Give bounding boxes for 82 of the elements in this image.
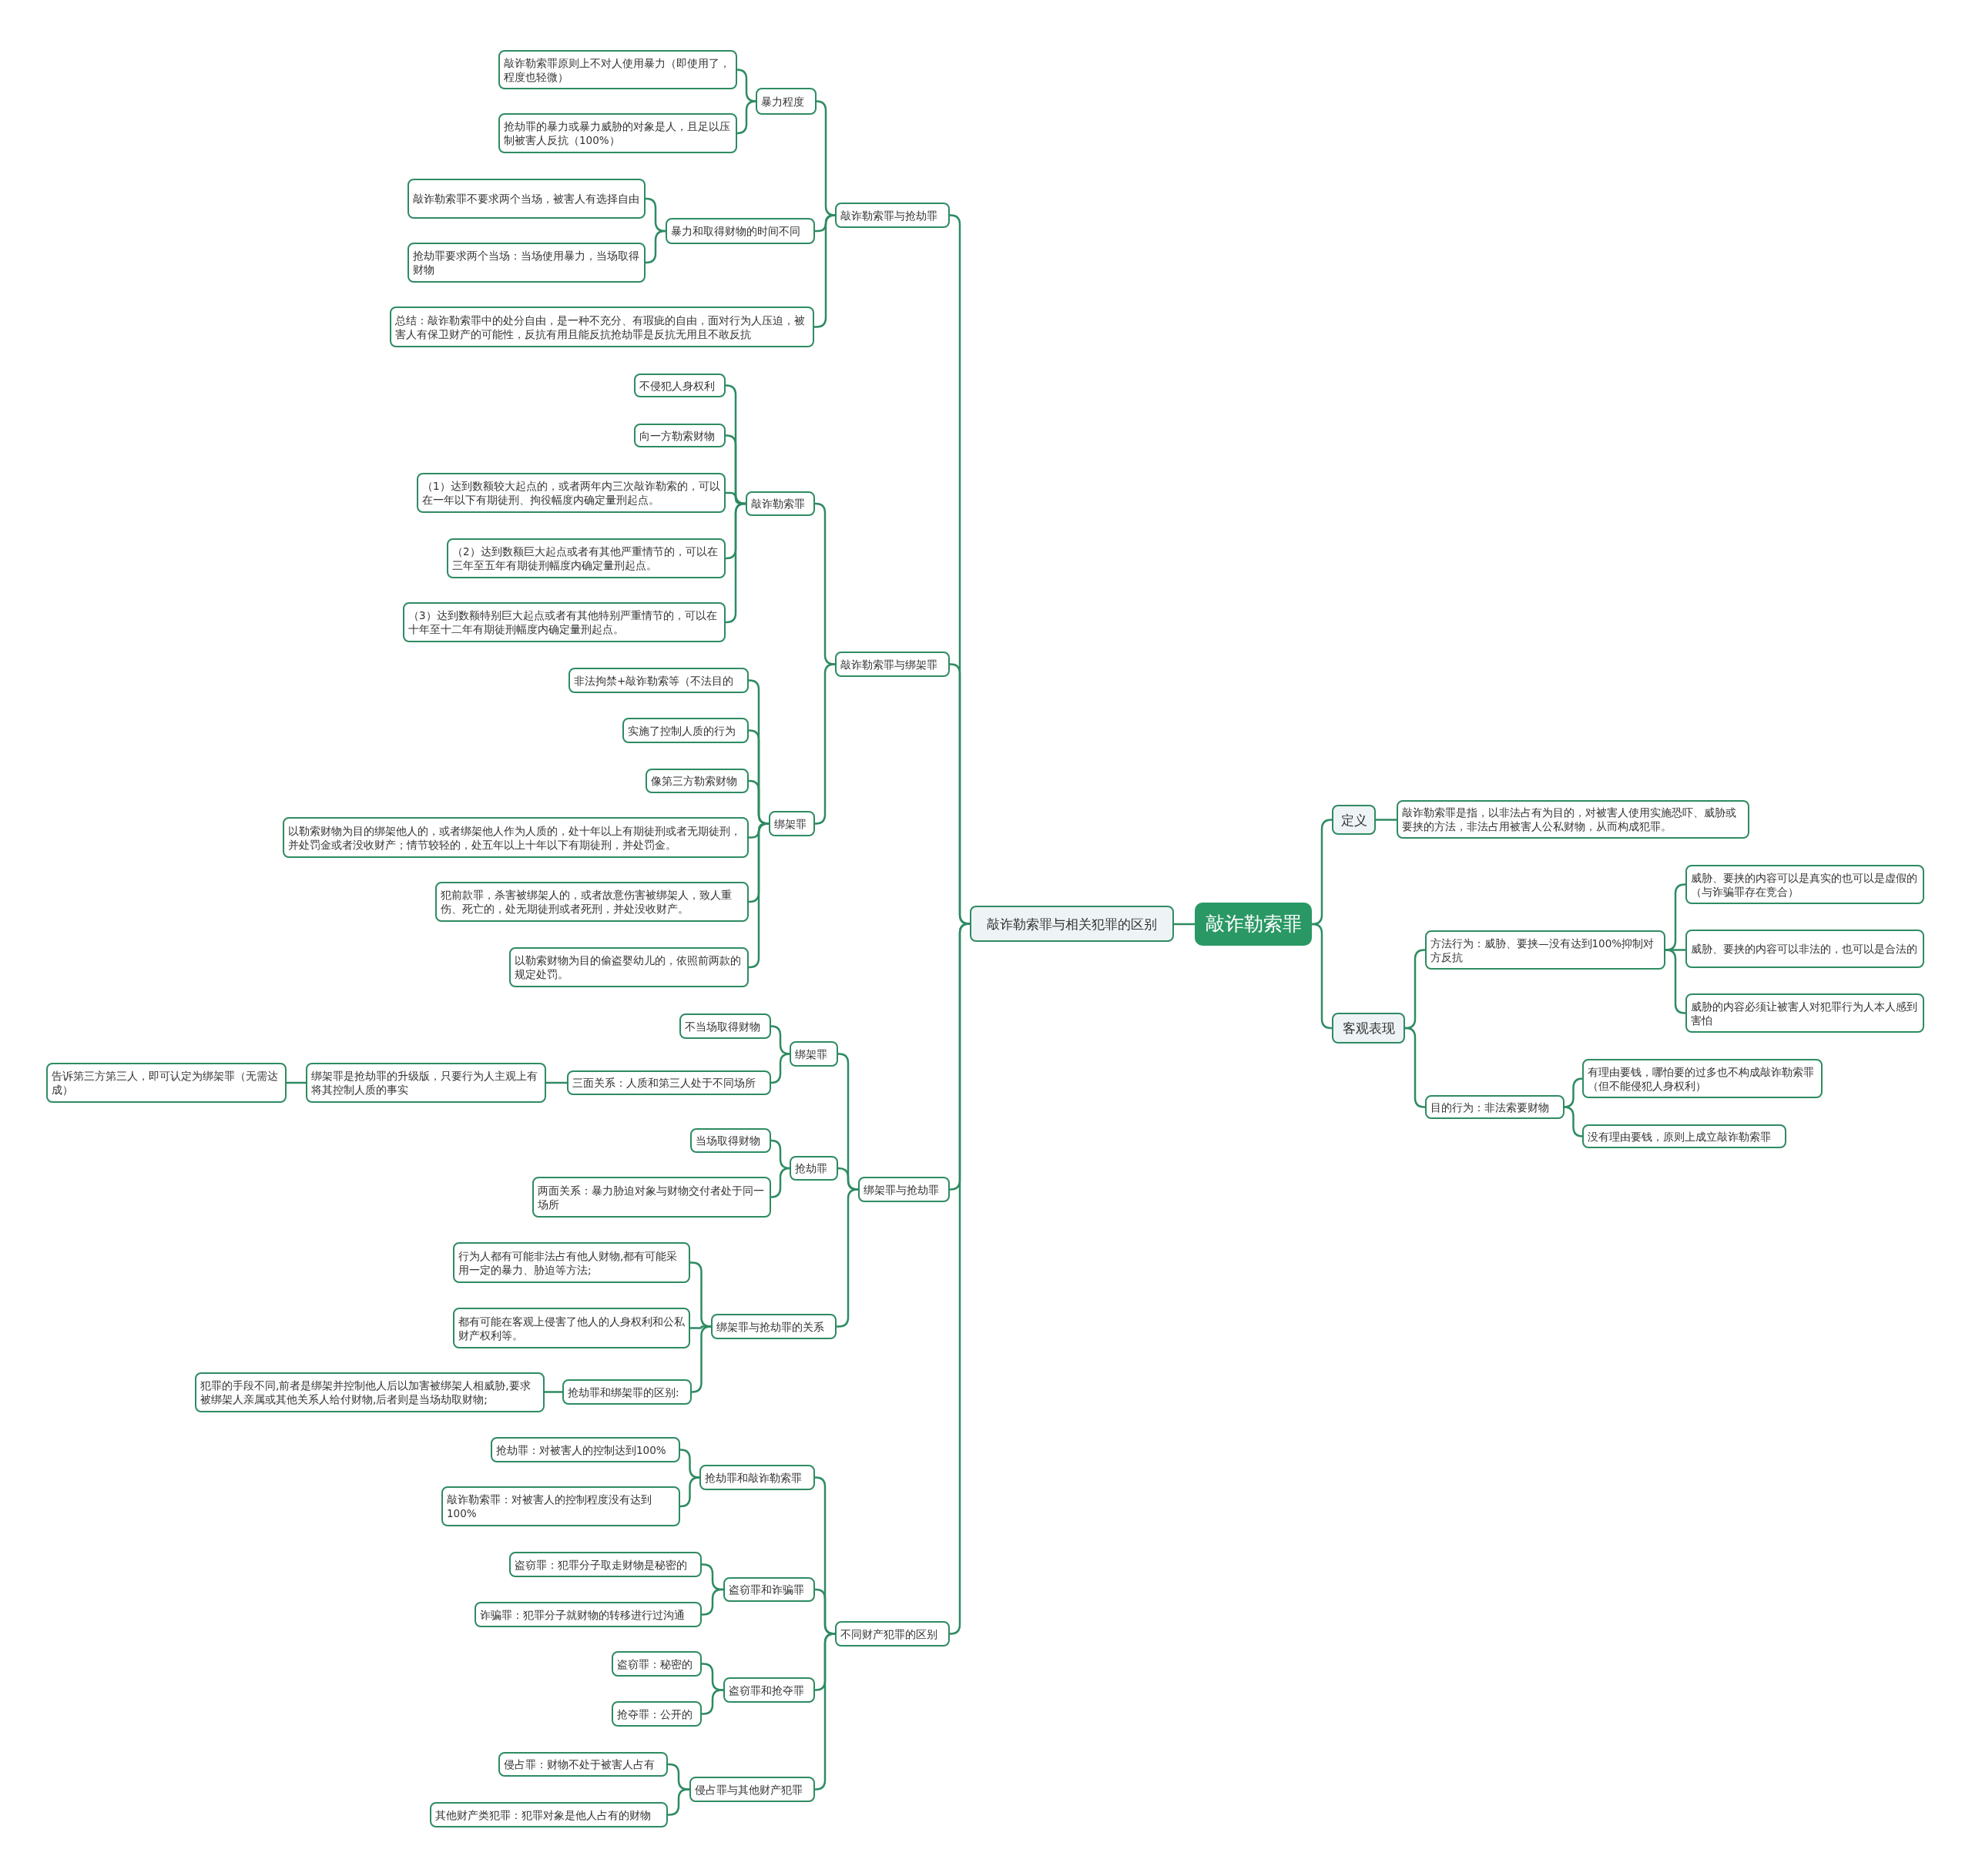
topic-box: 没有理由要钱，原则上成立敲诈勒索罪 [1582, 1124, 1786, 1148]
topic-box: 威胁、要挟的内容可以是真实的也可以是虚假的（与诈骗罪存在竞合） [1685, 865, 1924, 904]
connector-line [691, 1325, 712, 1393]
connector-line [1311, 923, 1333, 1030]
topic-box: 绑架罪 [769, 811, 815, 836]
topic-box: （2）达到数额巨大起点或者有其他严重情节的，可以在三年至五年有期徒刑幅度内确定量刑起点。 [447, 538, 726, 578]
connector-line [814, 663, 836, 825]
topic-box: 敲诈勒索罪 [746, 491, 815, 516]
connector-line [1665, 949, 1686, 1014]
topic-box: 以勒索财物为目的偷盗婴幼儿的，依照前两款的规定处罚。 [509, 947, 749, 987]
topic-box: 三面关系：人质和第三人处于不同场所 [567, 1070, 771, 1095]
connector-line [702, 1588, 723, 1616]
topic-box: 威胁、要挟的内容可以非法的，也可以是合法的 [1685, 930, 1924, 968]
topic-box: 绑架罪与抢劫罪的关系 [711, 1314, 837, 1339]
connector-line [702, 1689, 723, 1715]
topic-box: 行为人都有可能非法占有他人财物,都有可能采用一定的暴力、胁迫等方法; [453, 1242, 690, 1283]
topic-box: 盗窃罪：秘密的 [612, 1651, 702, 1677]
topic-box: 方法行为：威胁、要挟—没有达到100%抑制对方反抗 [1425, 930, 1665, 970]
connector-line [770, 1053, 791, 1084]
connector-line [668, 1788, 689, 1816]
connector-line [725, 502, 746, 624]
topic-box: 实施了控制人质的行为 [622, 718, 749, 743]
topic-box: 非法拘禁+敲诈勒索等（不法目的 [568, 668, 749, 693]
topic-box: 绑架罪是抢劫罪的升级版，只要行为人主观上有将其控制人质的事实 [306, 1063, 546, 1103]
connector-line [287, 1081, 306, 1084]
topic-box: 犯前款罪，杀害被绑架人的，或者故意伤害被绑架人，致人重伤、死亡的，处无期徒刑或者死刑，并处没收财产。 [435, 882, 749, 922]
connector-line [545, 1391, 562, 1393]
topic-box: 总结：敲诈勒索罪中的处分自由，是一种不充分、有瑕疵的自由，面对行为人压迫，被害人有保卫财产的可能性，反抗有用且能反抗抢劫罪是反抗无用且不敢反抗 [390, 307, 814, 347]
topic-box: 抢劫罪的暴力或暴力威胁的对象是人，且足以压制被害人反抗（100%） [498, 113, 737, 153]
main-topic-box: 客观表现 [1332, 1013, 1405, 1044]
topic-box: 绑架罪与抢劫罪 [858, 1177, 950, 1202]
topic-box: 抢劫罪要求两个当场：当场使用暴力，当场取得财物 [407, 243, 646, 283]
connector-line [770, 1167, 791, 1198]
topic-box: 绑架罪 [790, 1041, 838, 1067]
topic-box: 盗窃罪和诈骗罪 [723, 1577, 815, 1602]
topic-box: 盗窃罪：犯罪分子取走财物是秘密的 [509, 1552, 702, 1577]
topic-box: 敲诈勒索罪与抢劫罪 [835, 203, 950, 228]
topic-box: 两面关系：暴力胁迫对象与财物交付者处于同一场所 [532, 1177, 771, 1218]
topic-box: 敲诈勒索罪不要求两个当场，被害人有选择自由 [407, 179, 646, 219]
connector-line [679, 1476, 700, 1508]
topic-box: 其他财产类犯罪：犯罪对象是他人占有的财物 [430, 1802, 668, 1827]
topic-box: 抢劫罪和绑架罪的区别: [562, 1379, 692, 1405]
topic-box: 不侵犯人身权利 [634, 374, 726, 397]
topic-box: 有理由要钱，哪怕要的过多也不构成敲诈勒索罪（但不能侵犯人身权利） [1582, 1059, 1823, 1098]
topic-box: 向一方勒索财物 [634, 424, 726, 447]
topic-box: 抢劫罪：对被害人的控制达到100% [491, 1437, 680, 1462]
topic-box: 侵占罪与其他财产犯罪 [689, 1777, 815, 1802]
main-topic-box: 敲诈勒索罪与相关犯罪的区别 [970, 906, 1174, 942]
central-topic-box: 敲诈勒索罪 [1195, 903, 1312, 946]
topic-box: 不同财产犯罪的区别 [835, 1621, 950, 1647]
topic-box: 暴力程度 [756, 88, 817, 115]
connector-line [814, 214, 837, 328]
topic-box: 抢劫罪 [790, 1156, 838, 1181]
topic-box: 以勒索财物为目的绑架他人的，或者绑架他人作为人质的，处十年以上有期徒刑或者无期徒刑，并处罚金或者没收财产；情节较轻的，处五年以上十年以下有期徒刑，并处罚金。 [283, 817, 749, 858]
topic-box: 像第三方勒索财物 [646, 769, 749, 793]
topic-box: （3）达到数额特别巨大起点或者有其他特别严重情节的，可以在十年至十二年有期徒刑幅度内确定量刑起点。 [403, 602, 726, 642]
topic-box: 抢夺罪：公开的 [612, 1701, 702, 1727]
connector-line [1404, 1027, 1426, 1108]
topic-box: （1）达到数额较大起点的，或者两年内三次敲诈勒索的，可以在一年以下有期徒刑、拘役幅度内确定量刑起点。 [417, 473, 726, 513]
connector-line [1563, 1106, 1584, 1137]
topic-box: 敲诈勒索罪是指，以非法占有为目的，对被害人使用实施恐吓、威胁或要挟的方法，非法占用被害人公私财物，从而构成犯罪。 [1397, 800, 1749, 839]
topic-box: 敲诈勒索罪与绑架罪 [835, 652, 950, 677]
topic-box: 目的行为：非法索要财物 [1425, 1095, 1565, 1119]
topic-box: 敲诈勒索罪原则上不对人使用暴力（即使用了，程度也轻微） [498, 50, 737, 89]
topic-box: 暴力和取得财物的时间不同 [666, 218, 815, 244]
connector-line [1174, 923, 1195, 926]
topic-box: 抢劫罪和敲诈勒索罪 [699, 1465, 815, 1490]
topic-box: 当场取得财物 [690, 1128, 771, 1153]
topic-box: 盗窃罪和抢夺罪 [723, 1677, 815, 1703]
topic-box: 告诉第三方第三人，即可认定为绑架罪（无需达成） [46, 1063, 287, 1103]
topic-box: 犯罪的手段不同,前者是绑架并控制他人后以加害被绑架人相威胁,要求被绑架人亲属或其他关系人给付财物,后者则是当场劫取财物; [195, 1372, 545, 1412]
main-topic-box: 定义 [1332, 805, 1376, 835]
connector-line [736, 100, 757, 135]
topic-box: 威胁的内容必须让被害人对犯罪行为人本人感到害怕 [1685, 993, 1924, 1033]
topic-box: 都有可能在客观上侵害了他人的人身权利和公私财产权利等。 [453, 1308, 690, 1348]
topic-box: 不当场取得财物 [679, 1013, 771, 1039]
connector-line [1376, 819, 1397, 821]
connector-line [546, 1081, 567, 1084]
topic-box: 敲诈勒索罪：对被害人的控制程度没有达到100% [441, 1486, 680, 1526]
topic-box: 侵占罪：财物不处于被害人占有 [498, 1752, 668, 1777]
connector-line [645, 229, 666, 264]
topic-box: 诈骗罪：犯罪分子就财物的转移进行过沟通 [475, 1602, 702, 1627]
